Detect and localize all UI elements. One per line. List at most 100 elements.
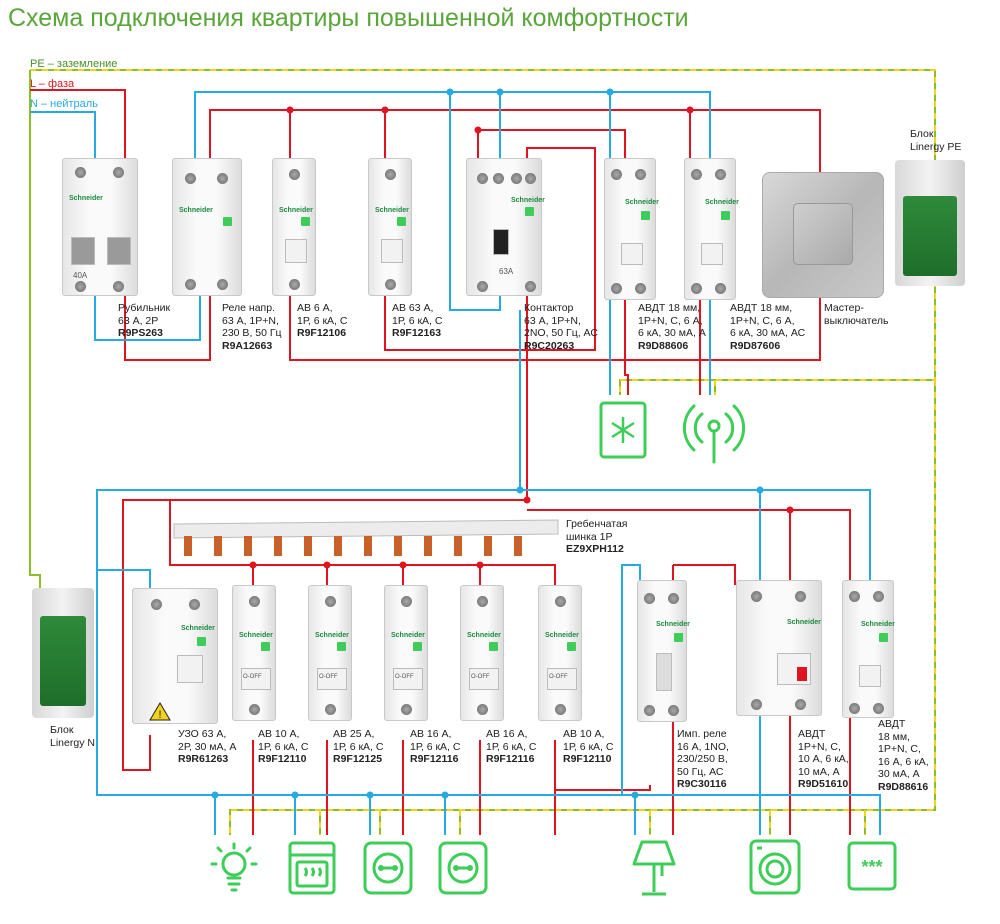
caption-code: R9A12663	[222, 339, 273, 352]
caption-line: 2Р, 30 мА, А	[178, 740, 237, 753]
caption-line: Блок	[50, 724, 74, 736]
av16b-device: Schneider O-OFF	[460, 585, 504, 721]
linergy-n-block	[32, 588, 94, 718]
av10b-device: Schneider O-OFF	[538, 585, 582, 721]
washing-machine-icon	[749, 839, 801, 895]
floor-lamp-icon	[632, 840, 676, 896]
caption-code: R9F12110	[563, 753, 612, 765]
caption-line: 63 А, 1Р+N,	[222, 314, 279, 327]
caption-line: 230/250 В,	[677, 753, 728, 765]
avdt2-device: Schneider	[684, 158, 739, 300]
caption-line: Контактор	[524, 302, 574, 314]
av10a-device: Schneider O-OFF	[232, 585, 276, 721]
pe-wire	[29, 69, 936, 835]
legend-neutral: N – нейтраль	[30, 98, 98, 110]
caption-line: Рубильник	[118, 302, 171, 314]
legend-phase: L – фаза	[30, 78, 75, 90]
caption-line: АВ 10 А,	[563, 728, 605, 740]
uzo-device: Schneider !	[132, 588, 218, 724]
caption-line: 1Р, 6 кА, С	[486, 740, 537, 753]
rubilnik-device: Schneider 40A	[62, 158, 138, 296]
lamp-bulb-icon	[210, 842, 258, 892]
kontaktor-device: Schneider 63A	[466, 158, 545, 296]
caption-line: 1Р, 6 кА, С	[297, 314, 348, 327]
caption-line: АВДТ	[798, 728, 826, 740]
caption-line: АВ 25 А,	[333, 728, 375, 740]
comb-busbar	[173, 519, 559, 556]
caption-line: 1Р, 6 кА, С	[333, 740, 384, 753]
av16a-device: Schneider O-OFF	[384, 585, 428, 721]
caption-line: 230 В, 50 Гц	[222, 327, 282, 339]
phase-wire	[30, 89, 851, 835]
caption-line: 1Р+N, С, 6 А,	[638, 314, 703, 327]
av25-device: Schneider O-OFF	[308, 585, 352, 721]
oven-icon	[288, 841, 336, 895]
caption-code: R9C20263	[524, 339, 575, 352]
master-caption: Мастер-выключатель	[824, 302, 888, 327]
caption-code: R9PS263	[118, 327, 163, 339]
legend-pe: PE – заземление	[30, 58, 118, 70]
caption-line: 2NO, 50 Гц, АС	[524, 327, 598, 339]
caption-line: выключатель	[824, 314, 889, 327]
caption-line: 6 кА, 30 мА, А	[638, 327, 706, 339]
av6-device: Schneider	[272, 158, 316, 296]
neutral-wire	[30, 91, 881, 835]
caption-line: АВ 16 А,	[410, 728, 452, 740]
caption-line: УЗО 63 А,	[178, 728, 227, 740]
caption-line: 1Р, 6 кА, С	[410, 740, 461, 753]
imp-rele-device: Schneider	[637, 580, 690, 722]
caption-code: R9D51610	[798, 778, 849, 790]
caption-line: АВ 6 А,	[297, 302, 333, 314]
caption-line: 18 мм,	[878, 730, 910, 743]
caption-line: АВ 16 А,	[486, 728, 528, 740]
caption-code: R9F12125	[333, 753, 383, 765]
caption-code: R9F12163	[392, 327, 442, 339]
avdt3-device: Schneider	[736, 580, 822, 716]
caption-line: 10 А, 6 кА,	[798, 753, 849, 765]
caption-line: 1Р, 6 кА, С	[258, 740, 309, 753]
linergy-pe-block	[895, 160, 965, 286]
caption-line: 6 кА, 30 мА, АС	[730, 327, 806, 339]
caption-code: R9F12116	[410, 753, 459, 765]
caption-code: R9F12116	[486, 753, 535, 765]
master-switch-device	[762, 172, 884, 298]
rele-napr-device: Schneider	[172, 158, 242, 296]
caption-line: Блок	[910, 128, 934, 140]
caption-code: R9D87606	[730, 339, 781, 352]
caption-line: 1Р, 6 кА, С	[563, 740, 614, 753]
caption-line: АВДТ	[878, 718, 906, 730]
caption-code: R9D88606	[638, 339, 689, 352]
caption-line: 1Р+N, С,	[878, 743, 921, 755]
svg-text:***: ***	[861, 857, 882, 877]
caption-line: АВДТ 18 мм,	[638, 302, 701, 314]
caption-line: 1Р+N, С,	[798, 740, 841, 753]
caption-code: R9F12110	[258, 753, 307, 765]
socket-icon	[438, 841, 488, 895]
caption-line: 63 А, 2Р	[118, 314, 159, 327]
antenna-icon	[682, 404, 746, 464]
av63-device: Schneider	[368, 158, 412, 296]
caption-code: EZ9XPH112	[566, 543, 624, 555]
svg-text:!: !	[158, 709, 161, 721]
caption-line: 50 Гц, АС	[677, 765, 724, 778]
caption-line: 30 мА, А	[878, 768, 920, 780]
caption-line: 10 мА, А	[798, 765, 840, 778]
caption-code: R9C30116	[677, 778, 727, 790]
page-title: Схема подключения квартиры повышенной ко…	[8, 4, 689, 32]
